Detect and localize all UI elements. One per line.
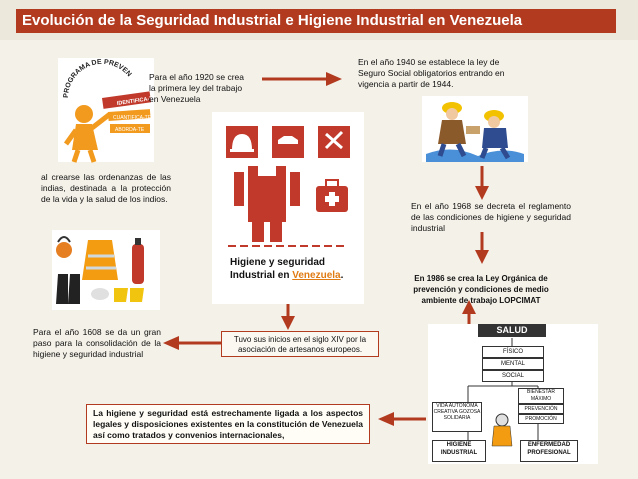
page-title: Evolución de la Seguridad Industrial e H… <box>16 9 616 33</box>
salud-diagram-lines <box>467 338 539 447</box>
poster-item-1: IDENTIFICA-TE <box>117 95 157 107</box>
poster-item-3: ABORDA-TE <box>115 127 145 133</box>
prevention-poster-illustration: PROGRAMA DE PREVENCIÓN IDENTIFICA-TE CUA… <box>55 51 157 163</box>
salud-right-box-promocion: PROMOCIÓN <box>518 414 564 424</box>
arrow-down-1 <box>475 166 489 200</box>
salud-right-box-bienestar: BIENESTAR MÁXIMO <box>518 388 564 404</box>
arrow-down-center <box>281 304 295 330</box>
salud-level-social: SOCIAL <box>482 370 544 382</box>
salud-level-mental: MENTAL <box>482 358 544 370</box>
salud-diagram: SALUD FÍSICO MENTAL SOCIAL VIDA AUTÓNOMA… <box>428 324 598 464</box>
center-caption: Higiene y seguridad Industrial en Venezu… <box>230 256 360 282</box>
ppe-equipment-illustration <box>52 230 160 310</box>
poster-item-2: CUANTIFICA-TE <box>113 115 152 121</box>
node-siglo-xiv: Tuvo sus inicios en el siglo XIV por la … <box>221 331 379 357</box>
center-caption-prefix: Higiene y seguridad Industrial en <box>230 257 326 281</box>
node-lopcymat-1986: En 1986 se crea la Ley Orgánica de preve… <box>413 274 549 305</box>
node-seguro-1940: En el año 1940 se establece la ley de Se… <box>358 57 505 89</box>
arrow-left-2 <box>378 412 426 426</box>
salud-bottom-enfermedad: ENFERMEDAD PROFESIONAL <box>520 440 578 462</box>
center-caption-suffix: . <box>340 270 344 281</box>
node-inicio-1608: Para el año 1608 se da un gran paso para… <box>33 327 161 359</box>
salud-title: SALUD <box>478 324 546 337</box>
node-reglamento-1968: En el año 1968 se decreta el reglamento … <box>411 201 571 233</box>
arrow-right-1 <box>262 72 342 86</box>
salud-level-fisico: FÍSICO <box>482 346 544 358</box>
arrow-up-1 <box>462 300 476 324</box>
arrow-down-2 <box>475 232 489 264</box>
salud-left-box: VIDA AUTÓNOMA CREATIVA GOZOSA SOLIDARIA <box>432 402 482 432</box>
arrow-left-1 <box>163 336 221 350</box>
node-indias: al crearse las ordenanzas de las indias,… <box>41 172 171 204</box>
venezuela-link[interactable]: Venezuela <box>292 270 341 281</box>
node-ley-1920: Para el año 1920 se crea la primera ley … <box>149 72 244 104</box>
conclusion-box: La higiene y seguridad está estrechament… <box>86 404 370 444</box>
salud-right-box-prevencion: PREVENCIÓN <box>518 404 564 414</box>
salud-bottom-higiene: HIGIENE INDUSTRIAL <box>432 440 486 462</box>
safety-icons-illustration <box>226 126 350 247</box>
workers-illustration <box>422 96 528 162</box>
